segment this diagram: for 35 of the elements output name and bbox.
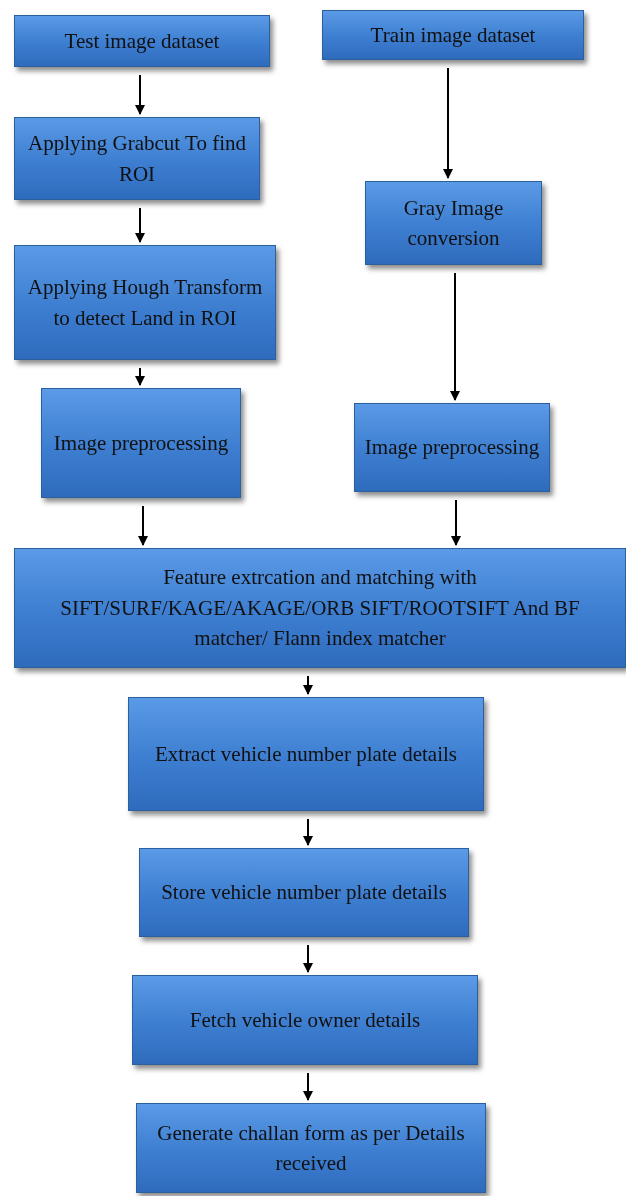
box-label: Image preprocessing <box>364 434 540 462</box>
box-label: Extract vehicle number plate details <box>154 740 457 768</box>
arrow <box>450 272 460 401</box>
process-box <box>128 697 484 811</box>
arrow <box>135 367 145 386</box>
box-label: Test image dataset <box>64 27 220 55</box>
box-label: Applying Hough Transform to detect Land in ROI <box>26 274 264 332</box>
process-box <box>139 848 469 937</box>
process-box <box>322 10 584 60</box>
arrow <box>303 944 313 973</box>
box-label: Image preprocessing <box>53 429 229 457</box>
arrow <box>451 499 461 546</box>
box-label: Generate challan form as per Details received <box>156 1119 466 1177</box>
process-box <box>14 15 270 67</box>
process-box <box>136 1103 486 1193</box>
process-box <box>14 548 626 668</box>
arrow <box>138 505 148 546</box>
process-box <box>41 388 241 498</box>
process-box <box>14 117 260 200</box>
process-box <box>365 181 542 265</box>
box-label: Store vehicle number plate details <box>161 879 447 907</box>
box-label: Gray Image conversion <box>402 194 505 252</box>
box-label: Train image dataset <box>370 21 536 49</box>
box-label: Feature extrcation and matching with SIFT/SURF/KAGE/AKAGE/ORB SIFT/ROOTSIFT And BF matcher/ Flann index matcher <box>59 564 581 653</box>
box-label: Applying Grabcut To find ROI <box>27 130 247 188</box>
box-label: Fetch vehicle owner details <box>189 1006 421 1034</box>
arrow <box>135 74 145 115</box>
arrow <box>303 818 313 846</box>
arrow <box>303 675 313 695</box>
process-box <box>14 245 276 360</box>
process-box <box>354 403 550 492</box>
arrow <box>135 207 145 243</box>
arrow <box>443 67 453 179</box>
arrow <box>303 1072 313 1101</box>
process-box <box>132 975 478 1065</box>
